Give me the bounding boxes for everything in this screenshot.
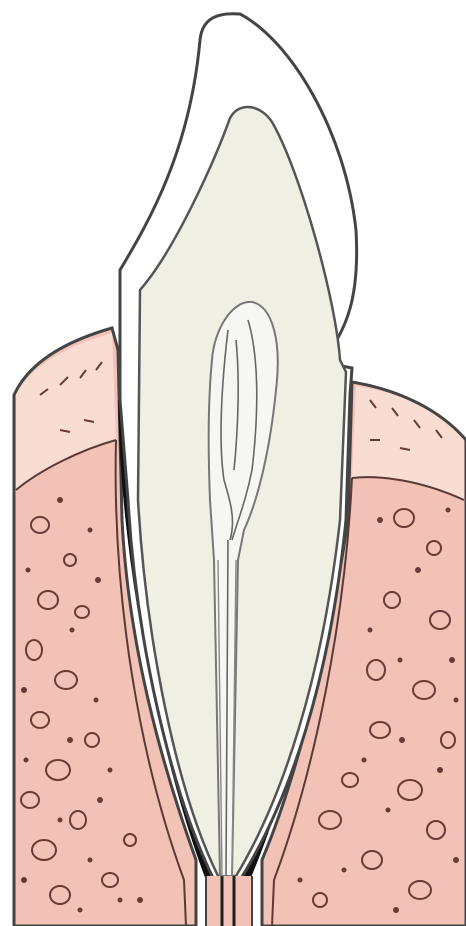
apical-stem: [206, 876, 252, 926]
